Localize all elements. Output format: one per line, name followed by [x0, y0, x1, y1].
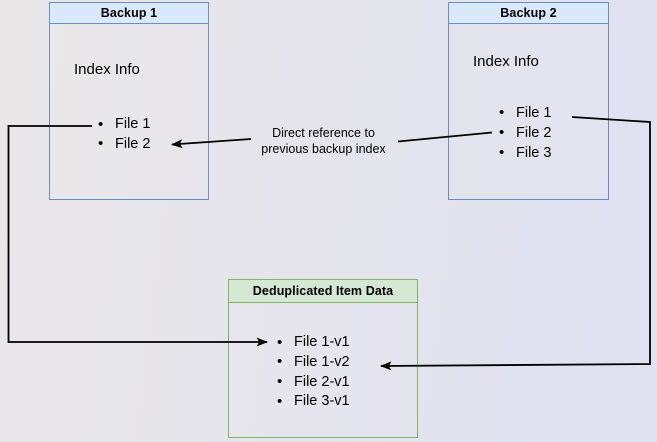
backup1-index-label: Index Info: [74, 61, 140, 78]
file-item: File 2: [98, 134, 150, 155]
backup2-box[interactable]: Backup 2 Index Info File 1 File 2 File 3: [448, 2, 609, 200]
direct-reference-line2: previous backup index: [261, 141, 386, 156]
backup1-box[interactable]: Backup 1 Index Info File 1 File 2: [49, 2, 209, 200]
backup1-header[interactable]: Backup 1: [50, 3, 208, 24]
dedup-item-list: File 1-v1 File 1-v2 File 2-v1 File 3-v1: [277, 333, 350, 412]
file-item: File 1-v2: [277, 352, 350, 373]
file-item: File 3: [499, 143, 551, 163]
backup2-header[interactable]: Backup 2: [449, 3, 608, 24]
file-item: File 2: [499, 123, 551, 143]
file-item: File 1: [499, 103, 551, 123]
file-item: File 3-v1: [277, 392, 350, 412]
file-item: File 1-v1: [277, 333, 350, 353]
direct-reference-line1: Direct reference to: [272, 126, 375, 140]
backup2-file-list: File 1 File 2 File 3: [499, 103, 551, 163]
backup1-file-list: File 1 File 2: [98, 115, 150, 154]
dedup-box[interactable]: Deduplicated Item Data File 1-v1 File 1-…: [228, 279, 418, 438]
file-item: File 2-v1: [277, 372, 350, 393]
direct-reference-label: Direct reference to previous backup inde…: [240, 126, 407, 157]
backup2-index-label: Index Info: [473, 53, 539, 70]
file-item: File 1: [98, 115, 150, 135]
dedup-header[interactable]: Deduplicated Item Data: [229, 280, 417, 303]
